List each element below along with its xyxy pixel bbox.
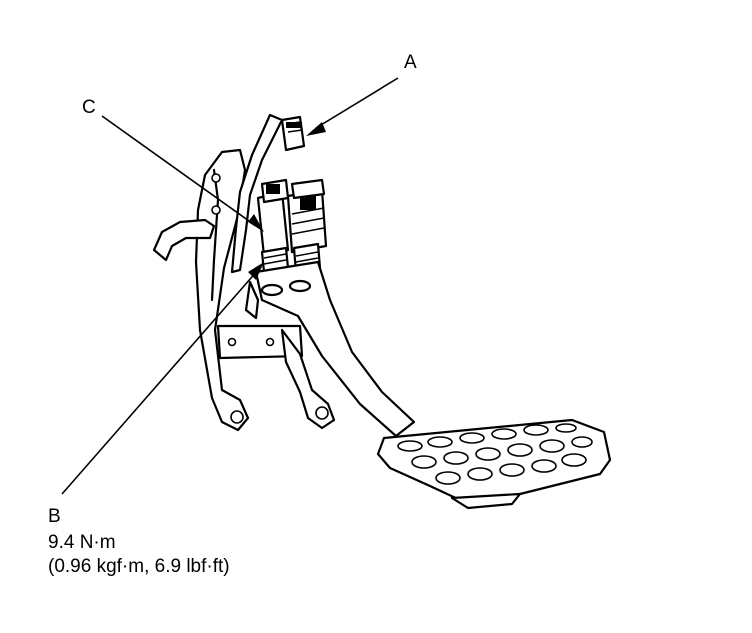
label-c: C [82,97,96,118]
label-b: B [48,506,61,527]
label-b-torque: 9.4 N·m [48,532,116,553]
pedal-pad [376,418,612,510]
pedal-bracket [194,148,336,432]
pedal-arm [244,260,416,438]
connector-a [280,115,306,152]
label-b-torque-alt: (0.96 kgf·m, 6.9 lbf·ft) [48,556,230,577]
brake-switch-b [286,178,328,274]
hose [152,113,284,274]
label-a: A [404,52,417,73]
pad-grip-pattern [397,423,593,485]
leader-lines [61,77,399,495]
brake-switch-c [256,178,290,274]
